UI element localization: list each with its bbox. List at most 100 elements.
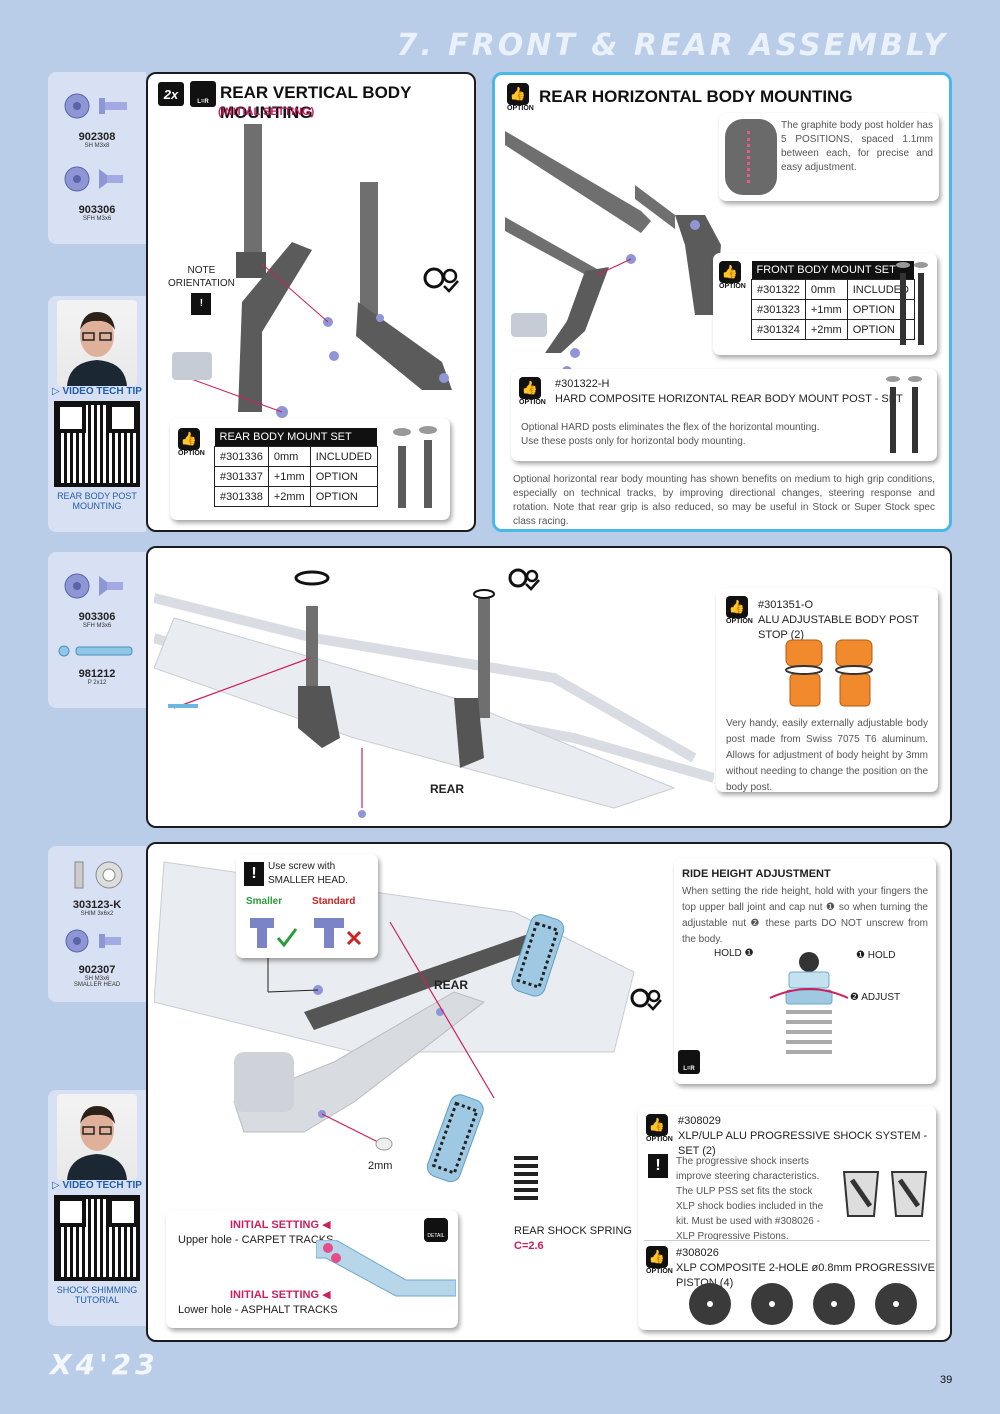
warning-icon: ! [191, 293, 212, 315]
part-sub: SHIM 3x6x2 [80, 911, 114, 917]
cell: +1mm [267, 466, 311, 487]
screw-note-line2: SMALLER HEAD. [268, 875, 349, 886]
shock-top-image [769, 952, 849, 1054]
hold-right-text: HOLD [867, 950, 896, 961]
spring-value: C=2.6 [514, 1240, 544, 1252]
video-tech-tip-label[interactable]: ▷ VIDEO TECH TIP [52, 386, 142, 397]
part-code: 303123-K [72, 899, 122, 911]
adjust-label: ❷ ADJUST [850, 992, 901, 1003]
option-label: OPTION [519, 399, 546, 406]
presenter-avatar [57, 1094, 137, 1180]
video-tech-tip-text: VIDEO TECH TIP [62, 1180, 142, 1191]
cell: OPTION [309, 466, 378, 487]
thumb-up-icon: 👍 [646, 1246, 668, 1268]
rear-shock-spring-icon [514, 1156, 538, 1200]
holder-image [725, 119, 777, 195]
part-name: HARD COMPOSITE HORIZONTAL REAR BODY MOUN… [555, 393, 903, 405]
initial-setting-1-value: Upper hole - CARPET TRACKS [178, 1234, 334, 1246]
hard-post-icon [886, 376, 922, 453]
standard-label: Standard [312, 896, 356, 907]
qr-code[interactable] [54, 1195, 140, 1281]
screw-903306-icon [64, 573, 123, 599]
body-post-icon [896, 262, 928, 345]
hard-post-desc: Optional HARD posts eliminates the flex … [521, 422, 820, 447]
cell: 0mm [804, 279, 848, 300]
part-sub2: SMALLER HEAD [73, 982, 121, 988]
progressive-shock-callout: 👍 OPTION #308029 XLP/ULP ALU PROGRESSIVE… [638, 1106, 936, 1330]
parts-sidebar-1: 902308 SH M3x8 903306 SFH M3x6 [48, 72, 146, 244]
warning-icon: ! [244, 862, 264, 886]
screw-note-line1: Use screw with [268, 861, 336, 872]
adjust-gears-icon [508, 568, 540, 591]
part-code: 902307 [78, 964, 116, 976]
video-caption-line2: MOUNTING [72, 501, 122, 511]
video-caption-line2: TUTORIAL [74, 1295, 120, 1305]
option-label: OPTION [646, 1136, 673, 1143]
rear-horizontal-diagram [505, 131, 651, 376]
spring-label: REAR SHOCK SPRING [514, 1225, 632, 1237]
part-code: 903306 [78, 204, 116, 216]
part-number: #308029 [678, 1115, 721, 1127]
thumb-up-icon: 👍 [519, 377, 541, 399]
part-code: 902308 [78, 131, 116, 143]
hold-right-label: ❶ HOLD [856, 950, 896, 961]
cell: OPTION [846, 319, 915, 340]
note-line2: ORIENTATION [168, 278, 235, 289]
option-label: OPTION [646, 1268, 673, 1275]
alu-post-stop-image [785, 639, 873, 707]
option-label: OPTION [726, 618, 753, 625]
part-sub: P 2x12 [87, 680, 107, 686]
divider [644, 1240, 930, 1241]
part-sub: SFH M3x6 [82, 216, 112, 222]
cell: +2mm [267, 486, 311, 507]
cell: #301322 [751, 279, 806, 300]
screw-903306-icon [64, 166, 123, 192]
initial-setting-2-label: INITIAL SETTING ◀ [230, 1289, 331, 1301]
part-code: 981212 [78, 668, 116, 680]
option-label: OPTION [178, 450, 205, 457]
section-title: 7. FRONT & REAR ASSEMBLY [396, 28, 948, 63]
shock-mount-detail-image [316, 1240, 456, 1297]
pss-title: #308029 XLP/ULP ALU PROGRESSIVE SHOCK SY… [678, 1114, 936, 1159]
qr-code[interactable] [54, 401, 140, 487]
initial-setting-2-text: INITIAL SETTING [230, 1289, 320, 1301]
presenter-avatar [57, 300, 137, 386]
cell: OPTION [846, 299, 915, 320]
initial-setting-2-value: Lower hole - ASPHALT TRACKS [178, 1304, 338, 1316]
screw-902307-icon [65, 929, 121, 953]
screw-comparison-icon [250, 918, 362, 948]
warning-icon: ! [648, 1154, 668, 1178]
cell: #301324 [751, 319, 806, 340]
cell: +1mm [804, 299, 848, 320]
video-caption-line1: SHOCK SHIMMING [56, 1285, 138, 1295]
cell: #301337 [214, 466, 269, 487]
panel-subtitle: (INITIAL SETTING) [218, 106, 315, 118]
video-tech-tip-label[interactable]: ▷ VIDEO TECH TIP [52, 1180, 142, 1191]
thumb-up-icon: 👍 [646, 1114, 668, 1136]
panel-rear-shock-install: REAR 2mm REAR SHOCK SPRING C=2.6 ! Use s… [146, 842, 952, 1342]
part-sub: SFH M3x6 [82, 623, 112, 629]
rear-label: REAR [434, 978, 469, 992]
cell: #301338 [214, 486, 269, 507]
part-sub: SH M3x8 [84, 143, 110, 149]
hold-left-label: HOLD ❶ [714, 948, 754, 959]
rear-vertical-diagram [171, 124, 459, 418]
chassis-rear-diagram [154, 568, 714, 818]
holder-positions-callout: The graphite body post holder has 5 POSI… [719, 113, 939, 201]
cell: OPTION [309, 486, 378, 507]
hold-left-text: HOLD [714, 948, 742, 959]
note-orientation: NOTE ORIENTATION ! [168, 264, 235, 318]
thumb-up-icon: 👍 [507, 83, 529, 105]
body-post-holder-diagram [635, 185, 721, 315]
ride-height-title: RIDE HEIGHT ADJUSTMENT [682, 868, 831, 880]
parts-sidebar-2: 903306 SFH M3x6 981212 P 2x12 [48, 552, 146, 708]
part-name: XLP/ULP ALU PROGRESSIVE SHOCK SYSTEM - S… [678, 1130, 928, 1157]
smaller-head-callout: ! Use screw with SMALLER HEAD. Smaller S… [236, 854, 378, 958]
